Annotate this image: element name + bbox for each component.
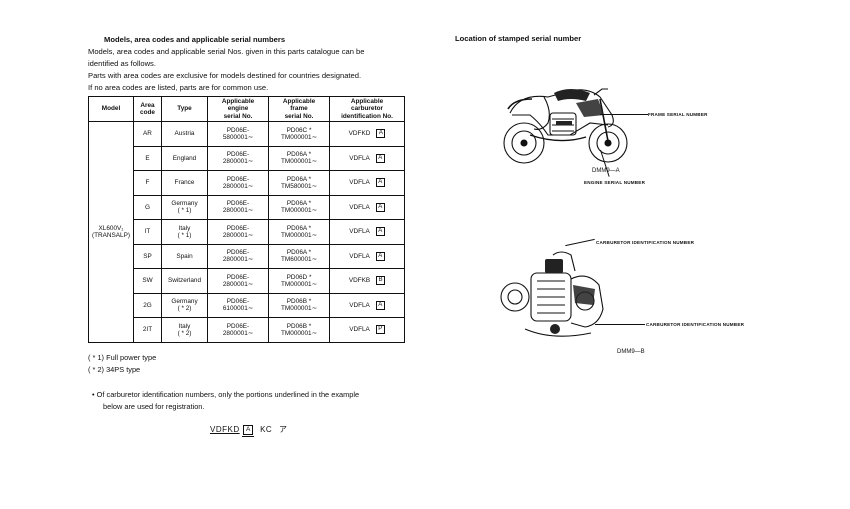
example-suffix-1: KC	[260, 425, 273, 434]
header-type: Type	[161, 96, 208, 122]
type-cell: Germany( * 2)	[161, 292, 208, 318]
frame-serial-cell: PD06B *TM000001∼	[268, 292, 330, 318]
frame-serial-cell: PD06A *TM600001∼	[268, 243, 330, 269]
carburetor-box-letter: A	[375, 251, 385, 261]
carburetor-box-letter: A	[375, 178, 385, 188]
area-code-cell: G	[133, 194, 162, 220]
frame-serial-leader	[600, 114, 648, 115]
carburetor-box-letter: B	[376, 276, 386, 286]
area-code-cell: AR	[133, 121, 162, 147]
area-code-cell: SW	[133, 268, 162, 294]
engine-serial-cell: PD06E-2800001∼	[207, 268, 269, 294]
carburetor-engine-illustration	[500, 251, 604, 337]
carburetor-box-letter: A	[375, 227, 385, 237]
header-model: Model	[88, 96, 134, 122]
bullet-note-line-2: below are used for registration.	[103, 402, 205, 411]
frame-serial-cell: PD06A *TM000001∼	[268, 219, 330, 245]
engine-serial-cell: PD06E-2800001∼	[207, 145, 269, 171]
type-cell: Switzerland	[161, 268, 208, 294]
figure-b-code: DMM9—B	[617, 349, 645, 355]
area-code-cell: 2IT	[133, 317, 162, 343]
carburetor-id-label-bottom: CARBURETOR IDENTIFICATION NUMBER	[646, 322, 745, 327]
type-cell: Italy( * 2)	[161, 317, 208, 343]
type-cell: Germany( * 1)	[161, 194, 208, 220]
carburetor-box-letter: A	[375, 202, 385, 212]
type-cell: England	[161, 145, 208, 171]
area-code-cell: E	[133, 145, 162, 171]
engine-serial-cell: PD06E-6100001∼	[207, 292, 269, 318]
carburetor-box-letter: A	[375, 153, 385, 163]
type-cell: Austria	[161, 121, 208, 147]
example-box-letter: A	[243, 424, 254, 435]
carburetor-bottom-leader	[595, 324, 645, 325]
location-heading: Location of stamped serial number	[455, 34, 582, 43]
area-code-cell: F	[133, 170, 162, 196]
frame-serial-cell: PD06B *TM000001∼	[268, 317, 330, 343]
area-code-cell: 2G	[133, 292, 162, 318]
frame-serial-cell: PD06A *TM000001∼	[268, 194, 330, 220]
engine-serial-label: ENGINE SERIAL NUMBER	[584, 180, 646, 185]
bullet-note-line-1: • Of carburetor identification numbers, …	[92, 390, 360, 399]
frame-serial-cell: PD06A *TM000001∼	[268, 145, 330, 171]
intro-line-1: Models, area codes and applicable serial…	[88, 47, 365, 56]
motorcycle-illustration	[503, 88, 628, 164]
carburetor-box-letter: A	[376, 129, 386, 139]
engine-serial-cell: PD06E-5800001∼	[207, 121, 269, 147]
engine-serial-cell: PD06E-2800001∼	[207, 219, 269, 245]
carburetor-box-letter: A	[375, 300, 385, 310]
carburetor-id-label-top: CARBURETOR IDENTIFICATION NUMBER	[596, 240, 695, 245]
model-cell: XL600V₁(TRANSALP)	[88, 121, 134, 343]
engine-serial-cell: PD06E-2800001∼	[207, 194, 269, 220]
intro-line-4: If no area codes are listed, parts are f…	[88, 83, 269, 92]
engine-serial-cell: PD06E-2800001∼	[207, 317, 269, 343]
frame-serial-cell: PD06D *TM000001∼	[268, 268, 330, 294]
registration-example: VDFKD A KC ア	[210, 424, 287, 437]
frame-serial-cell: PD06C *TM000001∼	[268, 121, 330, 147]
section-heading: Models, area codes and applicable serial…	[104, 35, 286, 44]
footnote-2: ( * 2) 34PS type	[88, 365, 141, 374]
intro-line-2: identified as follows.	[88, 59, 156, 68]
frame-serial-label: FRAME SERIAL NUMBER	[648, 112, 708, 117]
engine-serial-cell: PD06E-2800001∼	[207, 170, 269, 196]
engine-serial-cell: PD06E-2800001∼	[207, 243, 269, 269]
example-code: VDFKD	[210, 425, 240, 434]
type-cell: Italy( * 1)	[161, 219, 208, 245]
area-code-cell: IT	[133, 219, 162, 245]
frame-serial-cell: PD06A *TM580001∼	[268, 170, 330, 196]
footnote-1: ( * 1) Full power type	[88, 353, 157, 362]
example-suffix-2: ア	[278, 425, 288, 434]
type-cell: France	[161, 170, 208, 196]
carburetor-box-letter: P	[375, 325, 385, 335]
intro-line-3: Parts with area codes are exclusive for …	[88, 71, 362, 80]
area-code-cell: SP	[133, 243, 162, 269]
type-cell: Spain	[161, 243, 208, 269]
